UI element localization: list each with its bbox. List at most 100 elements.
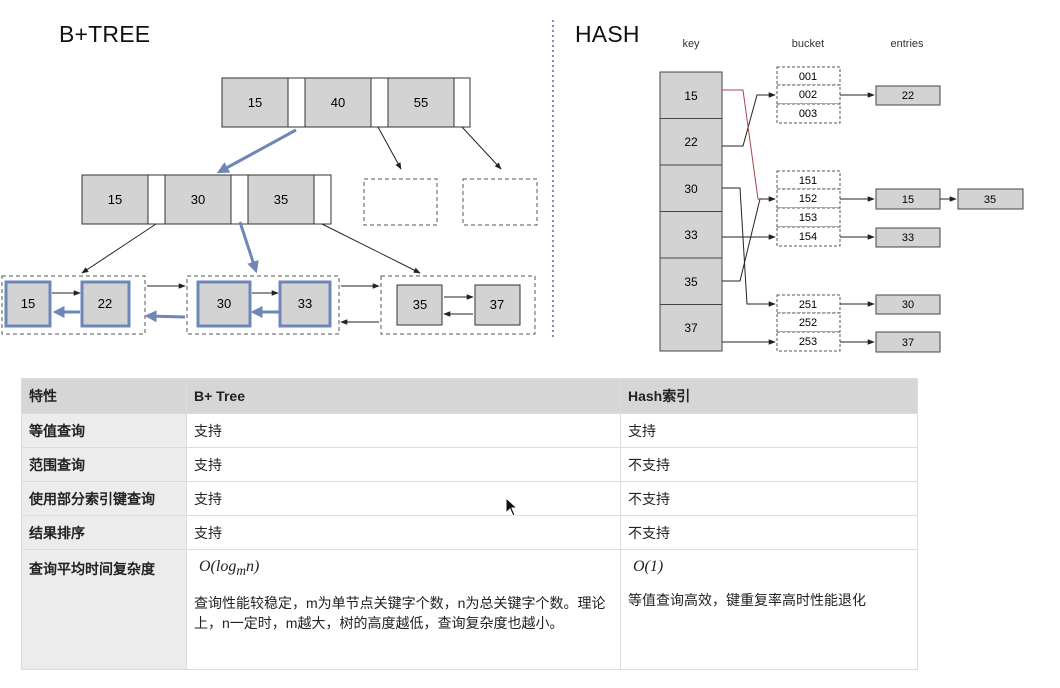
bucket-group: 251 252 253: [776, 294, 841, 352]
empty-node: [462, 178, 538, 226]
internal-key-cell: [164, 174, 232, 225]
pointer-arrow: [461, 126, 502, 170]
leaf-cell-highlighted: [278, 280, 332, 328]
bucket-label: 151: [799, 175, 817, 187]
pointer-arrow: [377, 126, 402, 170]
bucket-label: 252: [799, 317, 817, 329]
row-feature: 范围查询: [21, 447, 187, 482]
empty-node: [363, 178, 438, 226]
hash-key-label: 22: [684, 135, 698, 149]
bucket-label: 152: [799, 193, 817, 205]
leaf-cell: [474, 284, 521, 326]
hash-link-35: [722, 196, 776, 282]
entry-cell: [875, 294, 941, 315]
internal-key-cell: [247, 174, 315, 225]
leaf-key-label: 22: [98, 296, 112, 311]
hash-complexity-formula: O(1): [633, 558, 664, 575]
table-row: 结果排序 支持 不支持: [21, 515, 918, 550]
hash-complexity-cell: O(1) 等值查询高效，键重复率高时性能退化: [620, 549, 918, 670]
hash-key-cell: [659, 164, 723, 212]
btree-title: B+TREE: [59, 21, 151, 47]
table-header-row: 特性 B+ Tree Hash索引: [21, 378, 918, 414]
root-key-cell: [387, 77, 455, 128]
table-row: 使用部分索引键查询 支持 不支持: [21, 481, 918, 516]
bucket-label: 154: [799, 231, 817, 243]
hash-key-cell: [659, 211, 723, 259]
hash-key-label: 33: [684, 228, 698, 242]
entry-label: 15: [902, 194, 914, 206]
leaf-cell-highlighted: [196, 280, 252, 328]
mouse-cursor-icon: [505, 497, 519, 517]
hash-bucket-header: bucket: [792, 38, 824, 50]
leaf-key-label: 15: [21, 296, 35, 311]
search-path-arrow: [216, 128, 297, 174]
entry-cell: [875, 331, 941, 353]
search-path-arrow: [144, 310, 186, 323]
hash-key-header: key: [682, 38, 700, 50]
entry-cell: [875, 227, 941, 248]
bucket-label: 253: [799, 336, 817, 348]
hash-link-22: [722, 92, 776, 147]
btree-internal-node: 15 30 35: [81, 174, 332, 225]
root-key-label: 40: [331, 95, 345, 110]
table-row: 范围查询 支持 不支持: [21, 447, 918, 482]
leaf-node: [1, 275, 146, 335]
bucket-group: 151 152 153 154: [776, 170, 841, 247]
internal-key-cell: [81, 174, 149, 225]
hash-link-30: [722, 187, 776, 307]
entry-label: 37: [902, 337, 914, 349]
leaf-key-label: 33: [298, 296, 312, 311]
row-feature: 结果排序: [21, 515, 187, 550]
row-feature: 等值查询: [21, 413, 187, 448]
hash-key-label: 15: [684, 89, 698, 103]
hash-key-label: 30: [684, 182, 698, 196]
index-structure-diagram: 15 40 55 15 30 35 15 22 30 33 35 37: [1, 20, 1024, 353]
hash-link-15: [722, 89, 776, 202]
entry-label: 22: [902, 90, 914, 102]
hash-complexity-description: 等值查询高效，键重复率高时性能退化: [628, 592, 866, 608]
bucket-label: 003: [799, 108, 817, 120]
entry-cell: [957, 188, 1024, 210]
table-row-complexity: 查询平均时间复杂度 O(logmn) 查询性能较稳定，m为单节点关键字个数，n为…: [21, 549, 918, 670]
header-btree: B+ Tree: [186, 378, 621, 414]
hash-key-label: 35: [684, 275, 698, 289]
pointer-arrow: [321, 223, 421, 274]
bucket-label: 002: [799, 89, 817, 101]
bucket-label: 001: [799, 71, 817, 83]
table-row: 等值查询 支持 支持: [21, 413, 918, 448]
btree-root-node: 15 40 55: [221, 77, 471, 128]
hash-title: HASH: [575, 21, 640, 47]
entry-cell: [875, 85, 941, 106]
bucket-label: 153: [799, 212, 817, 224]
row-hash-value: 不支持: [620, 447, 918, 482]
root-key-cell: [304, 77, 372, 128]
internal-key-label: 15: [108, 192, 122, 207]
header-feature: 特性: [21, 378, 187, 414]
leaf-node: [380, 275, 536, 335]
hash-entries-header: entries: [890, 38, 924, 50]
header-hash: Hash索引: [620, 378, 918, 414]
row-hash-value: 不支持: [620, 481, 918, 516]
hash-key-cell: [659, 257, 723, 305]
bucket-label: 251: [799, 299, 817, 311]
hash-key-cell: [659, 71, 723, 119]
row-hash-value: 不支持: [620, 515, 918, 550]
root-key-label: 55: [414, 95, 428, 110]
row-hash-value: 支持: [620, 413, 918, 448]
hash-key-label: 37: [684, 321, 698, 335]
leaf-cell-highlighted: [4, 280, 52, 328]
entry-label: 30: [902, 299, 914, 311]
hash-key-cell: [659, 118, 723, 166]
row-btree-value: 支持: [186, 447, 621, 482]
comparison-table: 特性 B+ Tree Hash索引 等值查询 支持 支持 范围查询 支持 不支持…: [21, 378, 918, 670]
row-btree-value: 支持: [186, 481, 621, 516]
leaf-cell-highlighted: [80, 280, 131, 328]
row-feature: 查询平均时间复杂度: [21, 549, 187, 670]
leaf-key-label: 37: [490, 297, 504, 312]
leaf-key-label: 30: [217, 296, 231, 311]
search-path-arrow: [238, 221, 259, 274]
leaf-cell: [396, 284, 443, 326]
leaf-key-label: 35: [413, 297, 427, 312]
bucket-group: 001 002 003: [776, 66, 841, 124]
hash-key-column: 15 22 30 33 35 37: [659, 71, 723, 352]
